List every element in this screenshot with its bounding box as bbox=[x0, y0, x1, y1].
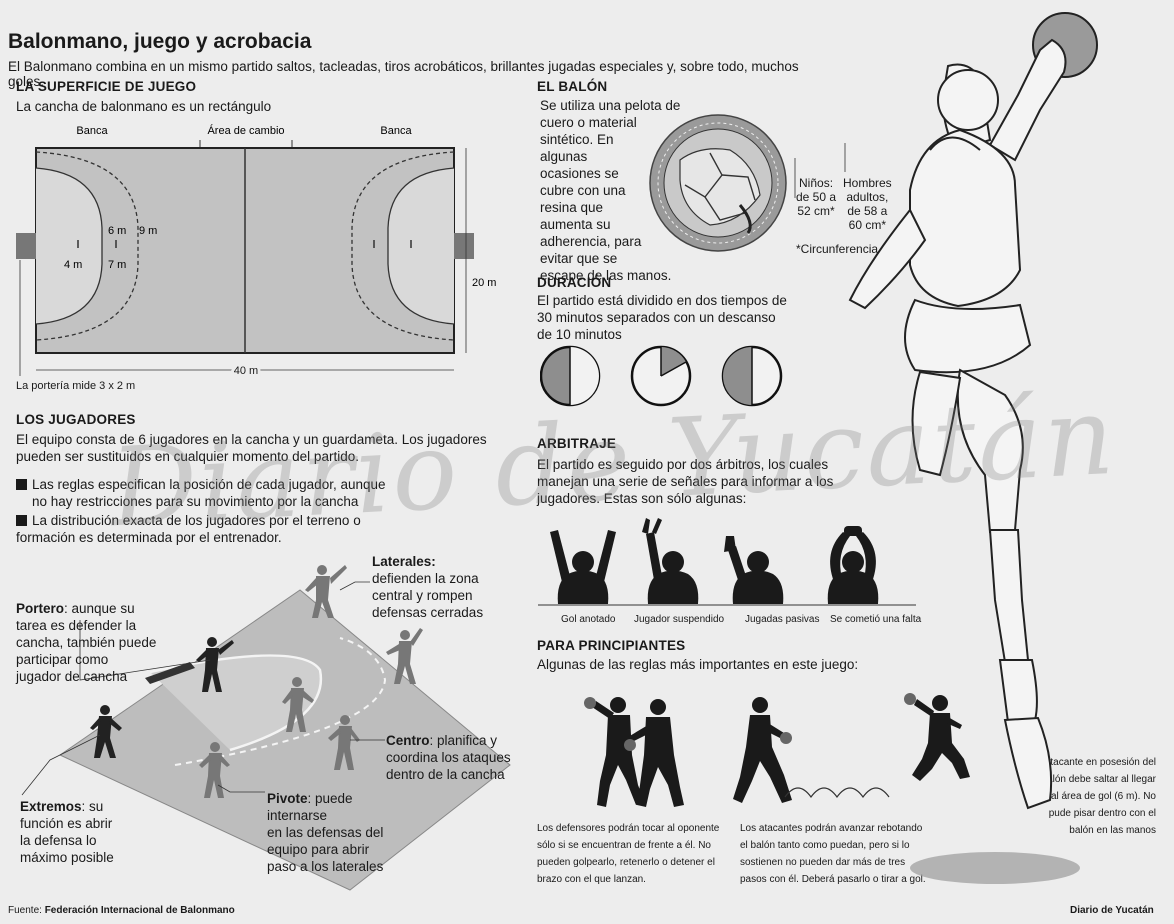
perspective-goal-area bbox=[149, 654, 323, 752]
rule1-attacker-icon bbox=[624, 699, 684, 807]
signal-label-foul: Se cometió una falta bbox=[830, 614, 922, 625]
duration-text: El partido está dividido en dos tiempos … bbox=[537, 293, 787, 342]
goal-left bbox=[16, 233, 36, 259]
perspective-free-throw-line bbox=[174, 637, 387, 766]
signal-label-goal: Gol anotado bbox=[561, 614, 616, 625]
signal-foul-icon bbox=[827, 526, 879, 604]
court-diagram: Banca Área de cambio Banca 6 m 9 m 4 m 7… bbox=[16, 124, 496, 380]
player-shorts bbox=[904, 298, 1032, 374]
signal-label-passive: Jugadas pasivas bbox=[745, 614, 820, 625]
clock-break bbox=[630, 345, 692, 407]
goal-size-note: La portería mide 3 x 2 m bbox=[16, 380, 136, 392]
footer-source: Fuente: Federación Internacional de Balo… bbox=[8, 905, 235, 916]
clock-second-half bbox=[721, 345, 783, 407]
footer-credit: Diario de Yucatán bbox=[1070, 905, 1154, 916]
referee-signals bbox=[538, 518, 916, 606]
goal-right bbox=[454, 233, 474, 259]
goal-area-left bbox=[35, 167, 103, 325]
beginners-intro: Algunas de las reglas más importantes en… bbox=[537, 657, 859, 672]
perspective-goal bbox=[145, 662, 195, 684]
players-bullet-2: La distribución exacta de los jugadores … bbox=[16, 513, 361, 545]
label-6m: 6 m bbox=[108, 225, 126, 237]
page-title: Balonmano, juego y acrobacia bbox=[8, 30, 312, 53]
rule1-defender-icon bbox=[584, 697, 645, 807]
ball-heading: EL BALÓN bbox=[537, 79, 608, 94]
portero-label: Portero: aunque su tarea es defender la … bbox=[16, 601, 157, 684]
players-intro: El equipo consta de 6 jugadores en la ca… bbox=[16, 432, 487, 464]
jumping-player-illustration bbox=[848, 12, 1098, 884]
player-centro bbox=[328, 715, 360, 770]
bullet-icon bbox=[16, 479, 27, 490]
player-sock bbox=[998, 659, 1038, 724]
player-shadow bbox=[910, 852, 1080, 884]
rule3-jumper-icon bbox=[904, 693, 970, 781]
bench-left-label: Banca bbox=[76, 125, 108, 137]
bench-right-label: Banca bbox=[380, 125, 412, 137]
player-lower-leg bbox=[988, 529, 1030, 664]
player-left-arm bbox=[848, 208, 927, 310]
player-shoe bbox=[1003, 716, 1053, 810]
player-torso bbox=[909, 128, 1022, 308]
player-back-leg bbox=[911, 370, 962, 477]
label-length: 40 m bbox=[234, 365, 258, 377]
bounce-path bbox=[784, 787, 890, 799]
label-width: 20 m bbox=[472, 277, 496, 289]
player-lateral-top bbox=[305, 565, 347, 618]
referee-heading: ARBITRAJE bbox=[537, 436, 617, 451]
referee-text: El partido es seguido por dos árbitros, … bbox=[537, 457, 834, 506]
player-raised-hand bbox=[988, 38, 1067, 162]
player-portero bbox=[196, 637, 234, 692]
player-pivote bbox=[199, 742, 230, 798]
player-head bbox=[937, 69, 999, 131]
centro-label: Centro: planifica y coordina los ataques… bbox=[386, 733, 511, 782]
change-area-label: Área de cambio bbox=[207, 124, 284, 137]
positions-diagram bbox=[21, 565, 511, 891]
pivote-label: Pivote: puede internarse en las defensas… bbox=[267, 791, 384, 874]
players-heading: LOS JUGADORES bbox=[16, 412, 136, 427]
player-lateral-right bbox=[386, 628, 423, 684]
goal-area-right bbox=[387, 167, 455, 325]
label-9m: 9 m bbox=[139, 225, 157, 237]
player-thigh bbox=[956, 368, 1024, 534]
signal-label-suspended: Jugador suspendido bbox=[634, 614, 725, 625]
perspective-court bbox=[58, 589, 511, 891]
player-extremo bbox=[90, 705, 122, 758]
ball-illustration bbox=[649, 114, 787, 252]
extremos-label: Extremos: su función es abrir la defensa… bbox=[20, 799, 114, 865]
rule2-dribbler-icon bbox=[733, 697, 792, 803]
court-intro: La cancha de balonmano es un rectángulo bbox=[16, 99, 272, 114]
duration-heading: DURACIÓN bbox=[537, 275, 612, 290]
players-bullet-1: Las reglas especifican la posición de ca… bbox=[16, 476, 386, 510]
label-7m: 7 m bbox=[108, 259, 126, 271]
bullet-icon bbox=[16, 515, 27, 526]
signal-goal-icon bbox=[550, 530, 616, 604]
beginners-heading: PARA PRINCIPIANTES bbox=[537, 638, 686, 653]
ball-footnote: *Circunferencia bbox=[796, 242, 879, 256]
page-subtitle: El Balonmano combina en un mismo partido… bbox=[8, 59, 799, 89]
signal-passive-icon bbox=[724, 536, 784, 604]
clock-first-half bbox=[540, 345, 601, 407]
signal-suspended-icon bbox=[642, 518, 699, 604]
player-back-center bbox=[282, 677, 314, 732]
court-heading: LA SUPERFICIE DE JUEGO bbox=[16, 79, 197, 94]
laterales-label: Laterales: defienden la zona central y r… bbox=[372, 554, 484, 620]
beginners-illustrations bbox=[584, 693, 970, 807]
duration-clocks bbox=[540, 345, 783, 407]
label-4m: 4 m bbox=[64, 259, 82, 271]
